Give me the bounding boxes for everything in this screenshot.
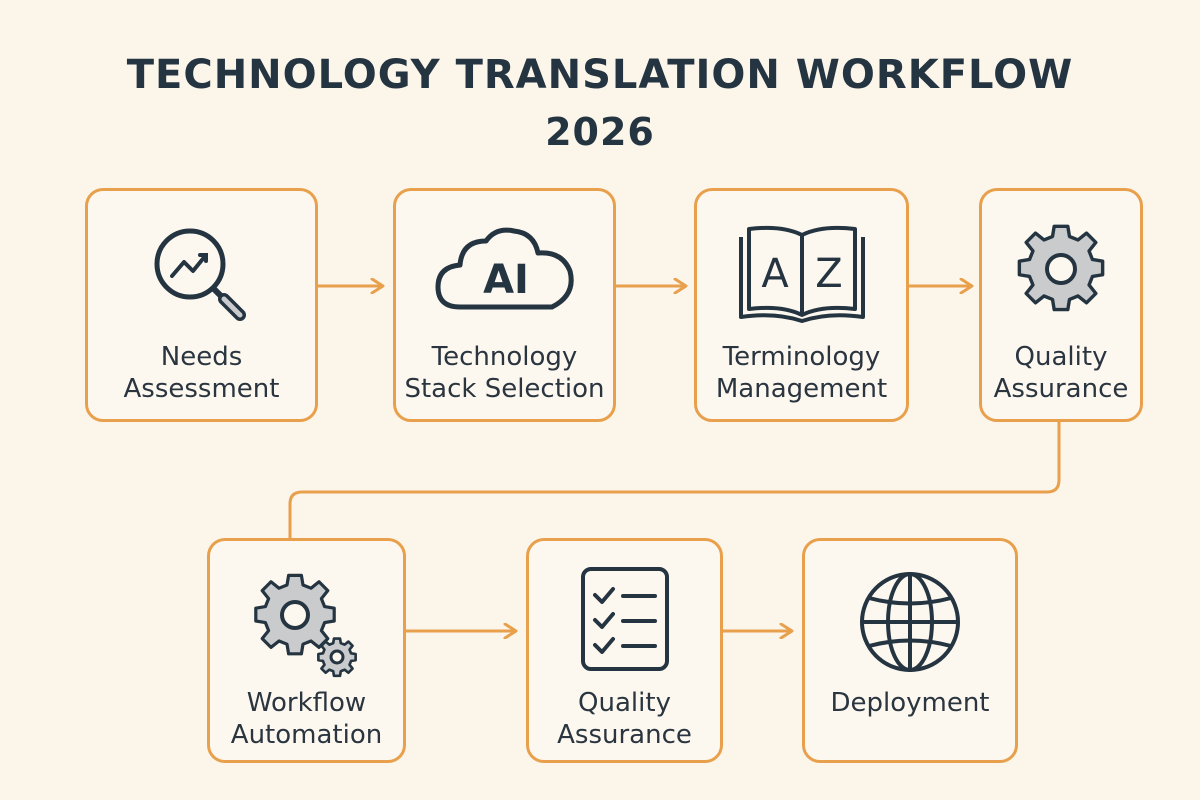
svg-text:Z: Z [815, 251, 842, 297]
step-deployment: Deployment [802, 538, 1018, 763]
step-label: Deployment [830, 688, 990, 718]
svg-text:A: A [761, 251, 789, 297]
gears-icon [247, 565, 367, 689]
checklist-icon [575, 565, 675, 679]
magnifier-chart-icon [142, 219, 262, 333]
az-book-icon: A Z [727, 217, 877, 331]
globe-icon [855, 567, 965, 681]
connector-qa-to-workflow [288, 422, 1061, 540]
ai-cloud-icon: AI [430, 219, 580, 323]
diagram-subtitle-year: 2026 [545, 110, 655, 154]
svg-text:AI: AI [483, 257, 529, 303]
gear-icon [1011, 219, 1111, 323]
diagram-title: TECHNOLOGY TRANSLATION WORKFLOW [126, 52, 1074, 98]
